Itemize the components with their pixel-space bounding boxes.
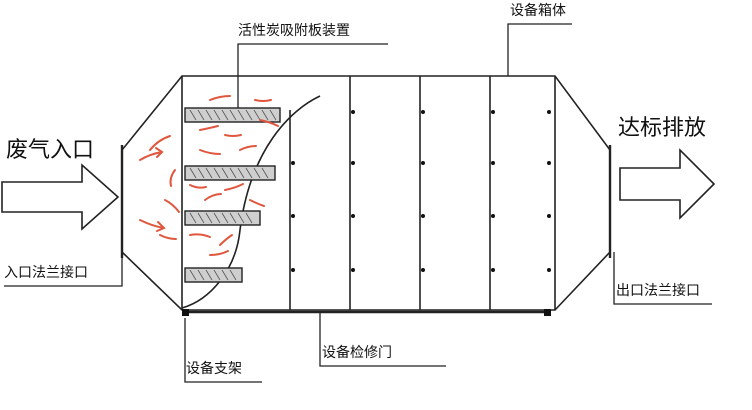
- label-discharge: 达标排放: [618, 116, 707, 141]
- inlet-arrow-icon: [1, 163, 120, 231]
- hinge-dot: [547, 268, 551, 272]
- flow-arrow: [209, 250, 229, 256]
- hinge-dot: [491, 110, 495, 114]
- support-foot-right: [544, 309, 551, 316]
- label-support: 设备支架: [186, 361, 242, 377]
- flow-arrow: [219, 234, 233, 246]
- carbon-plate-2: [184, 165, 276, 181]
- flow-arrow: [164, 199, 180, 213]
- hinge-dot: [351, 110, 355, 114]
- hinge-dot: [421, 161, 425, 165]
- label-inlet-flange: 入口法兰接口: [4, 265, 88, 281]
- hinge-dot: [351, 268, 355, 272]
- carbon-plate-3: [184, 210, 261, 226]
- flow-arrow: [209, 95, 231, 101]
- leader-inlet-flange: [4, 252, 123, 287]
- hinge-dot: [291, 214, 295, 218]
- hinge-dot: [351, 214, 355, 218]
- hinge-dot: [491, 214, 495, 218]
- flow-arrow: [199, 149, 221, 155]
- flow-arrow: [189, 233, 211, 238]
- flow-arrow: [249, 199, 265, 207]
- outlet-arrow-icon: [619, 148, 716, 220]
- leader-support: [184, 318, 262, 383]
- carbon-plate-hatch: [189, 109, 277, 281]
- hinge-dot: [547, 110, 551, 114]
- leader-outlet-flange: [613, 252, 712, 305]
- hinge-dot: [351, 161, 355, 165]
- carbon-plate-1: [184, 107, 281, 123]
- flow-arrow: [254, 99, 272, 102]
- hinge-dot: [291, 161, 295, 165]
- label-gas-inlet: 废气入口: [6, 138, 95, 163]
- hinge-dot: [421, 110, 425, 114]
- label-housing: 设备箱体: [510, 3, 566, 19]
- flow-arrow: [149, 135, 171, 151]
- flow-arrow: [239, 145, 257, 151]
- label-access-door: 设备检修门: [322, 345, 392, 361]
- hinge-dot: [491, 161, 495, 165]
- flow-arrow: [159, 234, 177, 240]
- hinge-dot: [421, 214, 425, 218]
- label-outlet-flange: 出口法兰接口: [616, 283, 700, 299]
- support-foot-left: [182, 309, 189, 316]
- flow-arrow: [169, 169, 176, 187]
- flow-arrow: [199, 125, 219, 131]
- hinge-dot: [547, 161, 551, 165]
- flow-arrow: [139, 219, 166, 232]
- hinge-dot: [547, 214, 551, 218]
- hinge-dot: [421, 268, 425, 272]
- flow-arrow: [224, 134, 242, 137]
- label-adsorption-plate: 活性炭吸附板装置: [238, 23, 350, 39]
- flow-arrow: [259, 119, 279, 127]
- flow-arrow: [189, 184, 207, 189]
- hinge-dot: [291, 268, 295, 272]
- flow-arrow: [204, 193, 222, 201]
- hinge-dot: [491, 268, 495, 272]
- leader-access-door: [319, 312, 446, 367]
- flow-arrow: [139, 147, 164, 161]
- leader-housing: [507, 23, 572, 76]
- leader-adsorption-plate: [237, 43, 388, 108]
- flow-arrow: [224, 183, 244, 191]
